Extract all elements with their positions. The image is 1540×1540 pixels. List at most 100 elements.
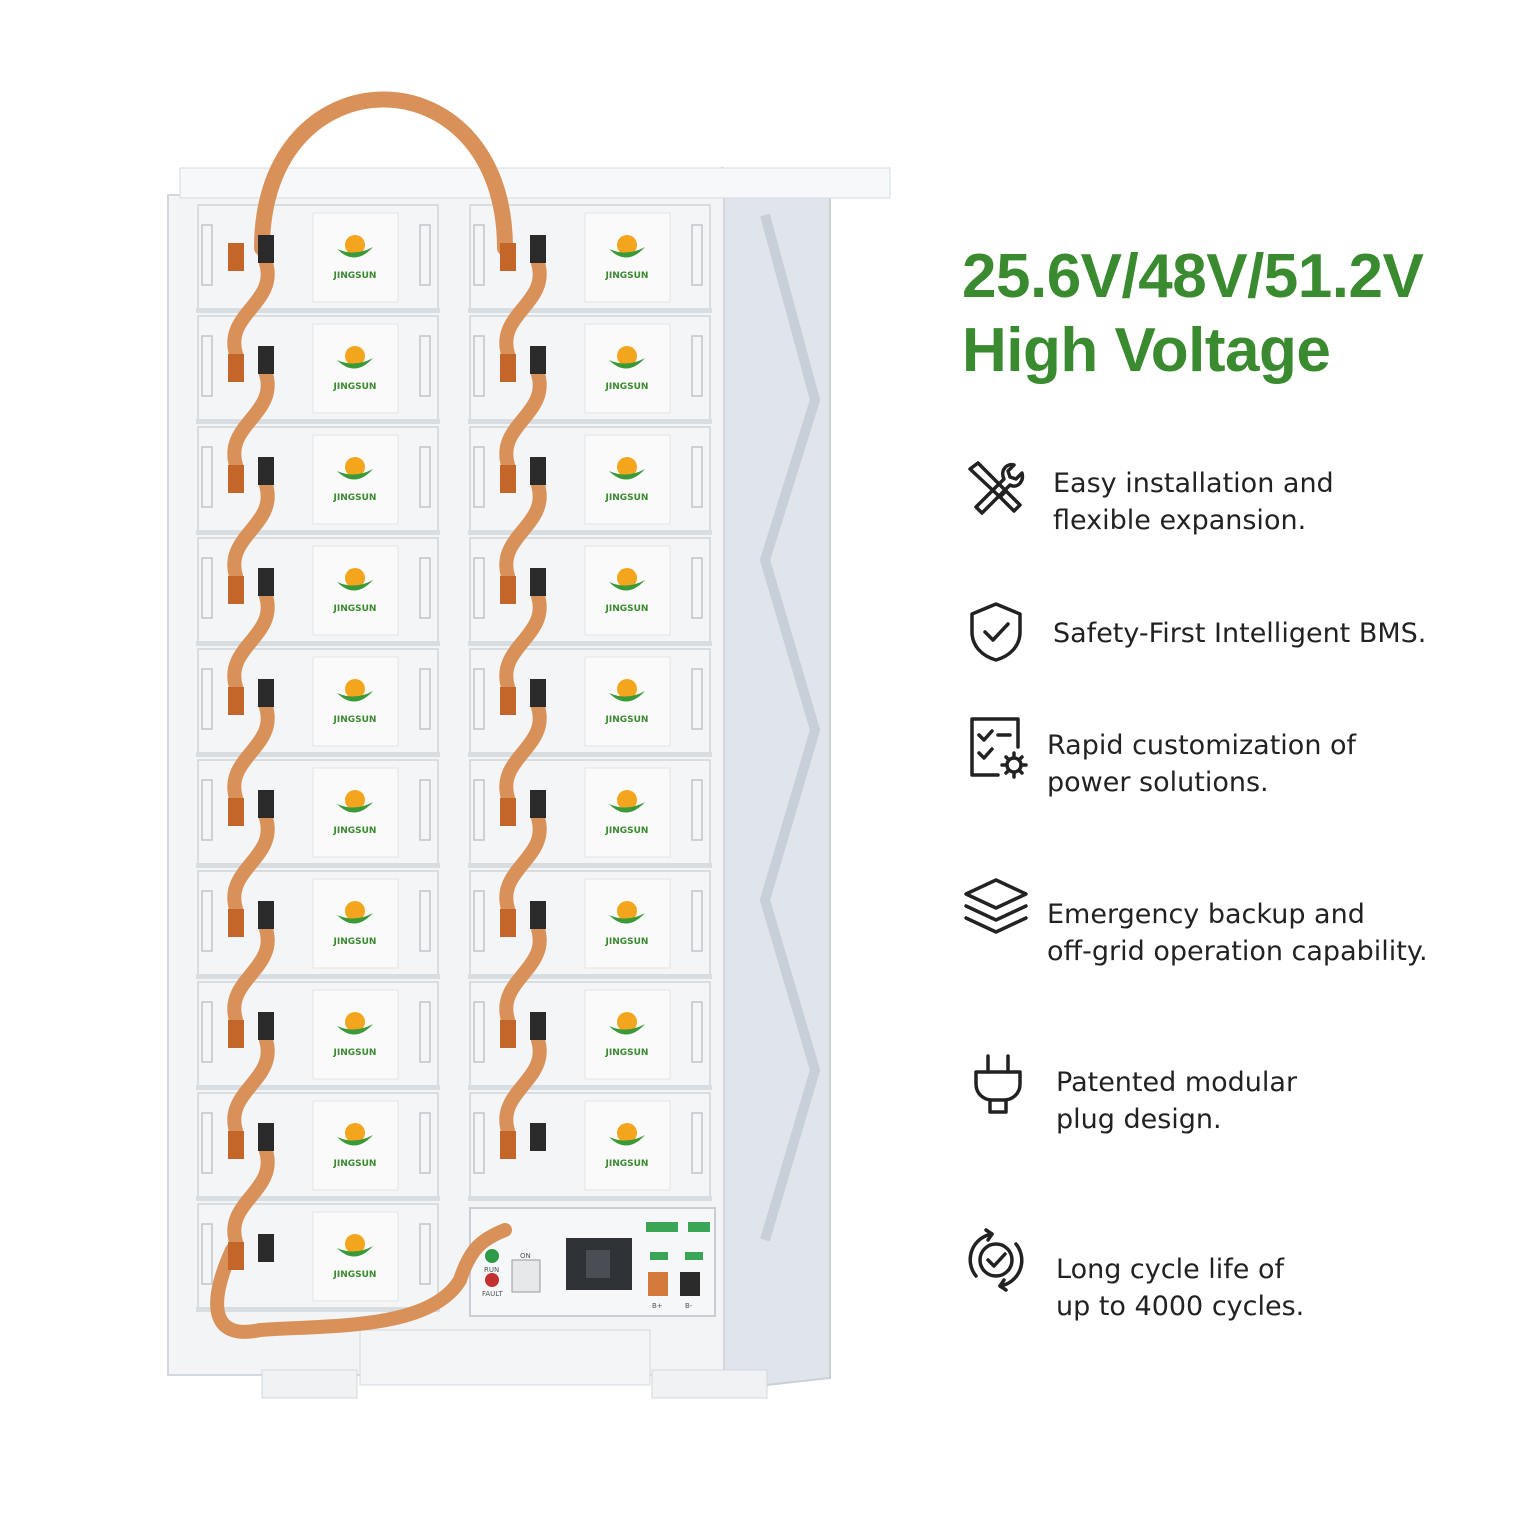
inter-module-cable: [499, 589, 547, 694]
leaf-logo-icon: [337, 802, 373, 813]
checklist-gear-icon: [970, 717, 1028, 779]
negative-connector: [258, 679, 274, 707]
tools-icon: [968, 461, 1025, 515]
brand-label: JINGSUN: [605, 826, 649, 836]
feature-3-line-2: power solutions.: [1047, 767, 1269, 798]
positive-connector: [228, 354, 244, 382]
negative-connector: [530, 679, 546, 707]
positive-connector: [228, 1131, 244, 1159]
inter-module-cable: [499, 256, 547, 361]
inter-module-cable: [227, 589, 275, 694]
leaf-logo-icon: [337, 247, 373, 258]
sun-logo-icon: [345, 346, 365, 366]
negative-connector: [258, 1123, 274, 1151]
battery-module-left-3: JINGSUN: [196, 426, 440, 535]
brand-label: JINGSUN: [333, 715, 377, 725]
sun-logo-icon: [345, 568, 365, 588]
positive-connector: [228, 687, 244, 715]
positive-connector: [500, 354, 516, 382]
inter-module-cable: [499, 700, 547, 805]
sun-logo-icon: [345, 1234, 365, 1254]
positive-connector: [228, 243, 244, 271]
sun-logo-icon: [617, 457, 637, 477]
feature-4-line-2: off-grid operation capability.: [1047, 936, 1428, 967]
sun-logo-icon: [617, 679, 637, 699]
brand-label: JINGSUN: [333, 604, 377, 614]
leaf-logo-icon: [609, 358, 645, 369]
leaf-logo-icon: [609, 469, 645, 480]
feature-1-line-1: Easy installation and: [1053, 468, 1334, 499]
leaf-logo-icon: [337, 580, 373, 591]
bottom-loop-cable: [210, 1223, 512, 1339]
brand-label: JINGSUN: [333, 382, 377, 392]
brand-label: JINGSUN: [605, 604, 649, 614]
feature-3-line-1: Rapid customization of: [1047, 730, 1357, 761]
negative-connector: [530, 568, 546, 596]
layers-icon: [964, 878, 1028, 934]
brand-label: JINGSUN: [605, 937, 649, 947]
leaf-logo-icon: [337, 358, 373, 369]
brand-label: JINGSUN: [333, 271, 377, 281]
positive-connector: [228, 465, 244, 493]
negative-connector: [530, 1123, 546, 1151]
brand-label: JINGSUN: [605, 715, 649, 725]
negative-connector: [530, 235, 546, 263]
positive-connector: [500, 909, 516, 937]
sun-logo-icon: [617, 235, 637, 255]
positive-connector: [228, 576, 244, 604]
headline: 25.6V/48V/51.2V High Voltage: [962, 240, 1522, 388]
feature-6-line-1: Long cycle life of: [1056, 1254, 1285, 1285]
positive-connector: [500, 1020, 516, 1048]
brand-label: JINGSUN: [333, 937, 377, 947]
control-panel: RUN FAULT ON B+ B-: [469, 1207, 716, 1317]
positive-connector: [500, 576, 516, 604]
leaf-logo-icon: [609, 802, 645, 813]
headline-voltage: 25.6V/48V/51.2V: [962, 242, 1424, 311]
feature-4-line-1: Emergency backup and: [1047, 899, 1365, 930]
feature-2-line-1: Safety-First Intelligent BMS.: [1053, 618, 1427, 649]
brand-label: JINGSUN: [333, 1159, 377, 1169]
inter-module-cable: [227, 922, 275, 1027]
inter-module-cable: [227, 1144, 275, 1249]
inter-module-cable: [227, 1033, 275, 1138]
sun-logo-icon: [617, 346, 637, 366]
negative-connector: [258, 346, 274, 374]
sun-logo-icon: [345, 1123, 365, 1143]
battery-module-right-8: JINGSUN: [468, 981, 712, 1090]
inter-module-cable: [499, 478, 547, 583]
brand-label: JINGSUN: [333, 1048, 377, 1058]
sun-logo-icon: [345, 901, 365, 921]
positive-connector: [500, 687, 516, 715]
brand-label: JINGSUN: [605, 1159, 649, 1169]
inter-module-cable: [499, 811, 547, 916]
top-arch-cable: [254, 91, 513, 256]
on-label: ON: [520, 1252, 531, 1260]
inter-module-cable: [227, 811, 275, 916]
leaf-logo-icon: [337, 913, 373, 924]
leaf-logo-icon: [337, 1024, 373, 1035]
fault-label: FAULT: [482, 1290, 503, 1298]
positive-connector: [228, 909, 244, 937]
plug-icon: [974, 1054, 1022, 1114]
sun-logo-icon: [345, 790, 365, 810]
brand-label: JINGSUN: [333, 493, 377, 503]
negative-connector: [258, 457, 274, 485]
negative-connector: [530, 901, 546, 929]
sun-logo-icon: [617, 901, 637, 921]
b-plus-label: B+: [652, 1302, 663, 1310]
leaf-logo-icon: [609, 691, 645, 702]
positive-connector: [500, 243, 516, 271]
negative-connector: [530, 346, 546, 374]
inter-module-cable: [227, 700, 275, 805]
headline-high-voltage: High Voltage: [962, 316, 1331, 385]
sun-logo-icon: [617, 1012, 637, 1032]
inter-module-cable: [499, 922, 547, 1027]
negative-connector: [258, 568, 274, 596]
sun-logo-icon: [345, 457, 365, 477]
positive-connector: [228, 798, 244, 826]
negative-connector: [258, 901, 274, 929]
feature-5-line-1: Patented modular: [1056, 1067, 1298, 1098]
negative-connector: [258, 1234, 274, 1262]
cycle-check-icon: [968, 1228, 1024, 1292]
sun-logo-icon: [345, 1012, 365, 1032]
